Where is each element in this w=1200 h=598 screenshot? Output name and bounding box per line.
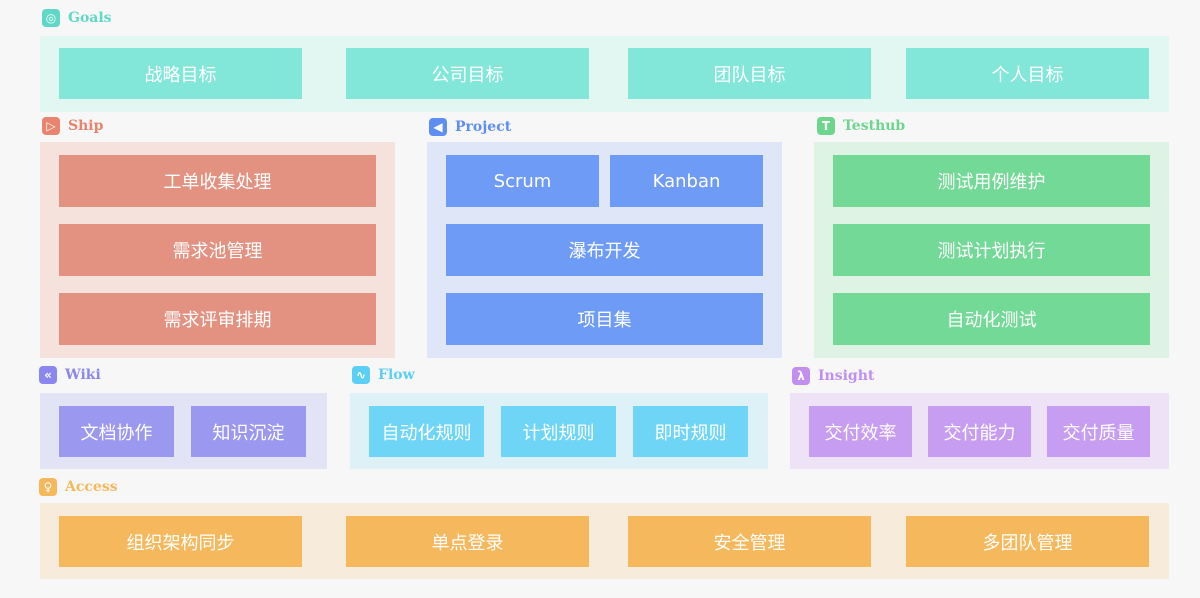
flow-item[interactable]: 自动化规则 <box>369 406 484 457</box>
insight-item[interactable]: 交付效率 <box>809 406 912 457</box>
insight-title: Insight <box>818 368 875 384</box>
testhub-item[interactable]: 测试计划执行 <box>833 224 1150 276</box>
access-icon: ♀ <box>39 478 57 496</box>
access-title: Access <box>65 479 118 495</box>
flow-header: ∿ Flow <box>352 366 415 384</box>
testhub-item[interactable]: 测试用例维护 <box>833 155 1150 207</box>
access-header: ♀ Access <box>39 478 118 496</box>
ship-title: Ship <box>68 118 104 134</box>
project-item[interactable]: 瀑布开发 <box>446 224 763 276</box>
goals-item[interactable]: 个人目标 <box>906 48 1149 99</box>
testhub-title: Testhub <box>843 118 906 134</box>
flow-title: Flow <box>378 367 415 383</box>
testhub-icon: T <box>817 117 835 135</box>
wiki-item[interactable]: 知识沉淀 <box>191 406 306 457</box>
goals-title: Goals <box>68 10 112 26</box>
testhub-item[interactable]: 自动化测试 <box>833 293 1150 345</box>
wiki-header: « Wiki <box>39 366 101 384</box>
project-title: Project <box>455 119 512 135</box>
project-item[interactable]: Kanban <box>610 155 763 207</box>
insight-header: λ Insight <box>792 367 874 385</box>
access-item[interactable]: 单点登录 <box>346 516 589 567</box>
ship-item[interactable]: 需求池管理 <box>59 224 376 276</box>
goals-item[interactable]: 团队目标 <box>628 48 871 99</box>
flow-item[interactable]: 即时规则 <box>633 406 748 457</box>
insight-item[interactable]: 交付能力 <box>928 406 1031 457</box>
flow-icon: ∿ <box>352 366 370 384</box>
ship-icon: ▷ <box>42 117 60 135</box>
project-item[interactable]: 项目集 <box>446 293 763 345</box>
ship-header: ▷ Ship <box>42 117 103 135</box>
access-item[interactable]: 安全管理 <box>628 516 871 567</box>
ship-item[interactable]: 需求评审排期 <box>59 293 376 345</box>
ship-item[interactable]: 工单收集处理 <box>59 155 376 207</box>
wiki-icon: « <box>39 366 57 384</box>
testhub-header: T Testhub <box>817 117 905 135</box>
project-item[interactable]: Scrum <box>446 155 599 207</box>
goals-header: ◎ Goals <box>42 9 112 27</box>
target-icon: ◎ <box>42 9 60 27</box>
project-header: ◀ Project <box>429 118 511 136</box>
access-item[interactable]: 组织架构同步 <box>59 516 302 567</box>
insight-icon: λ <box>792 367 810 385</box>
wiki-item[interactable]: 文档协作 <box>59 406 174 457</box>
access-item[interactable]: 多团队管理 <box>906 516 1149 567</box>
goals-item[interactable]: 战略目标 <box>59 48 302 99</box>
insight-item[interactable]: 交付质量 <box>1047 406 1150 457</box>
project-icon: ◀ <box>429 118 447 136</box>
flow-item[interactable]: 计划规则 <box>501 406 616 457</box>
goals-item[interactable]: 公司目标 <box>346 48 589 99</box>
wiki-title: Wiki <box>65 367 101 383</box>
